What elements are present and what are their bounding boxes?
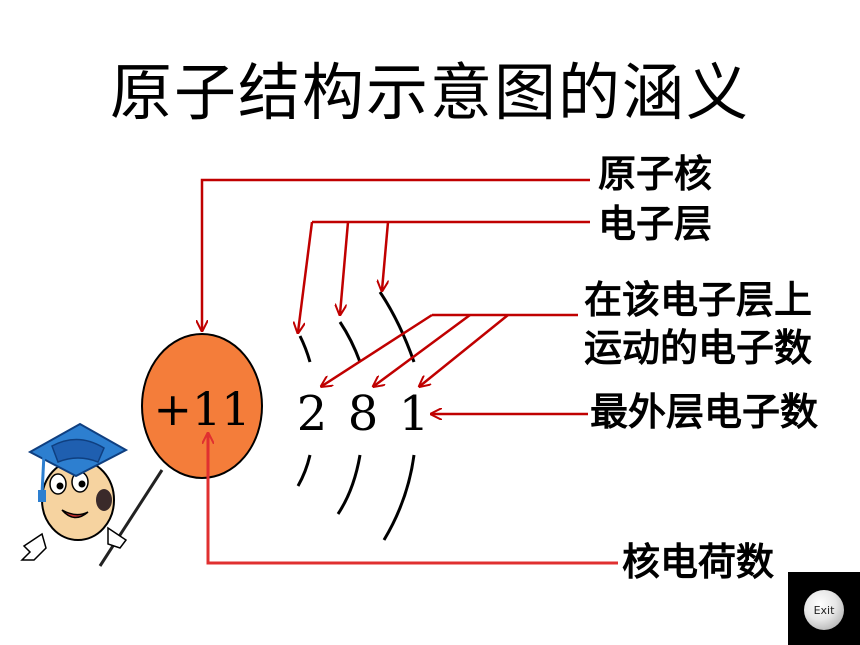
label-electron-shell: 电子层 [598, 202, 713, 246]
nuclear-charge-arrow [208, 434, 618, 565]
exit-button[interactable]: Exit [804, 590, 844, 630]
shell-3-electron-count: 1 [399, 386, 430, 442]
shell-arc-2-lower [336, 454, 362, 515]
shell-arc-1-upper [298, 335, 312, 363]
exit-panel: Exit [788, 572, 860, 645]
nucleus-charge-text: +11 [153, 382, 250, 436]
shell-1-electron-count: 2 [297, 386, 328, 442]
label-outermost-electrons: 最外层电子数 [590, 390, 819, 434]
shell-2-electron-count: 8 [348, 386, 379, 442]
shell-arc-3-lower [382, 454, 416, 541]
shell-arc-3-upper [378, 291, 416, 363]
label-shell-electrons-line1: 在该电子层上 [584, 278, 813, 322]
label-shell-electrons-line2: 运动的电子数 [584, 326, 813, 370]
shell-electrons-arrow-2 [374, 313, 471, 386]
shell-arc-2-upper [338, 321, 362, 363]
shell-arrow-3 [382, 221, 390, 290]
shell-arrow-1 [298, 221, 314, 332]
nucleus-arrow [202, 178, 590, 330]
teacher-cartoon [20, 422, 164, 567]
shell-arc-1-lower [296, 454, 312, 487]
shell-arrow-2 [340, 221, 350, 314]
page-title: 原子结构示意图的涵义 [109, 56, 750, 129]
label-nucleus: 原子核 [598, 152, 713, 196]
shell-electrons-arrow-3 [420, 314, 509, 386]
label-nuclear-charge: 核电荷数 [622, 540, 775, 584]
nucleus-circle [141, 333, 263, 479]
shell-electrons-arrow-1 [322, 313, 433, 386]
